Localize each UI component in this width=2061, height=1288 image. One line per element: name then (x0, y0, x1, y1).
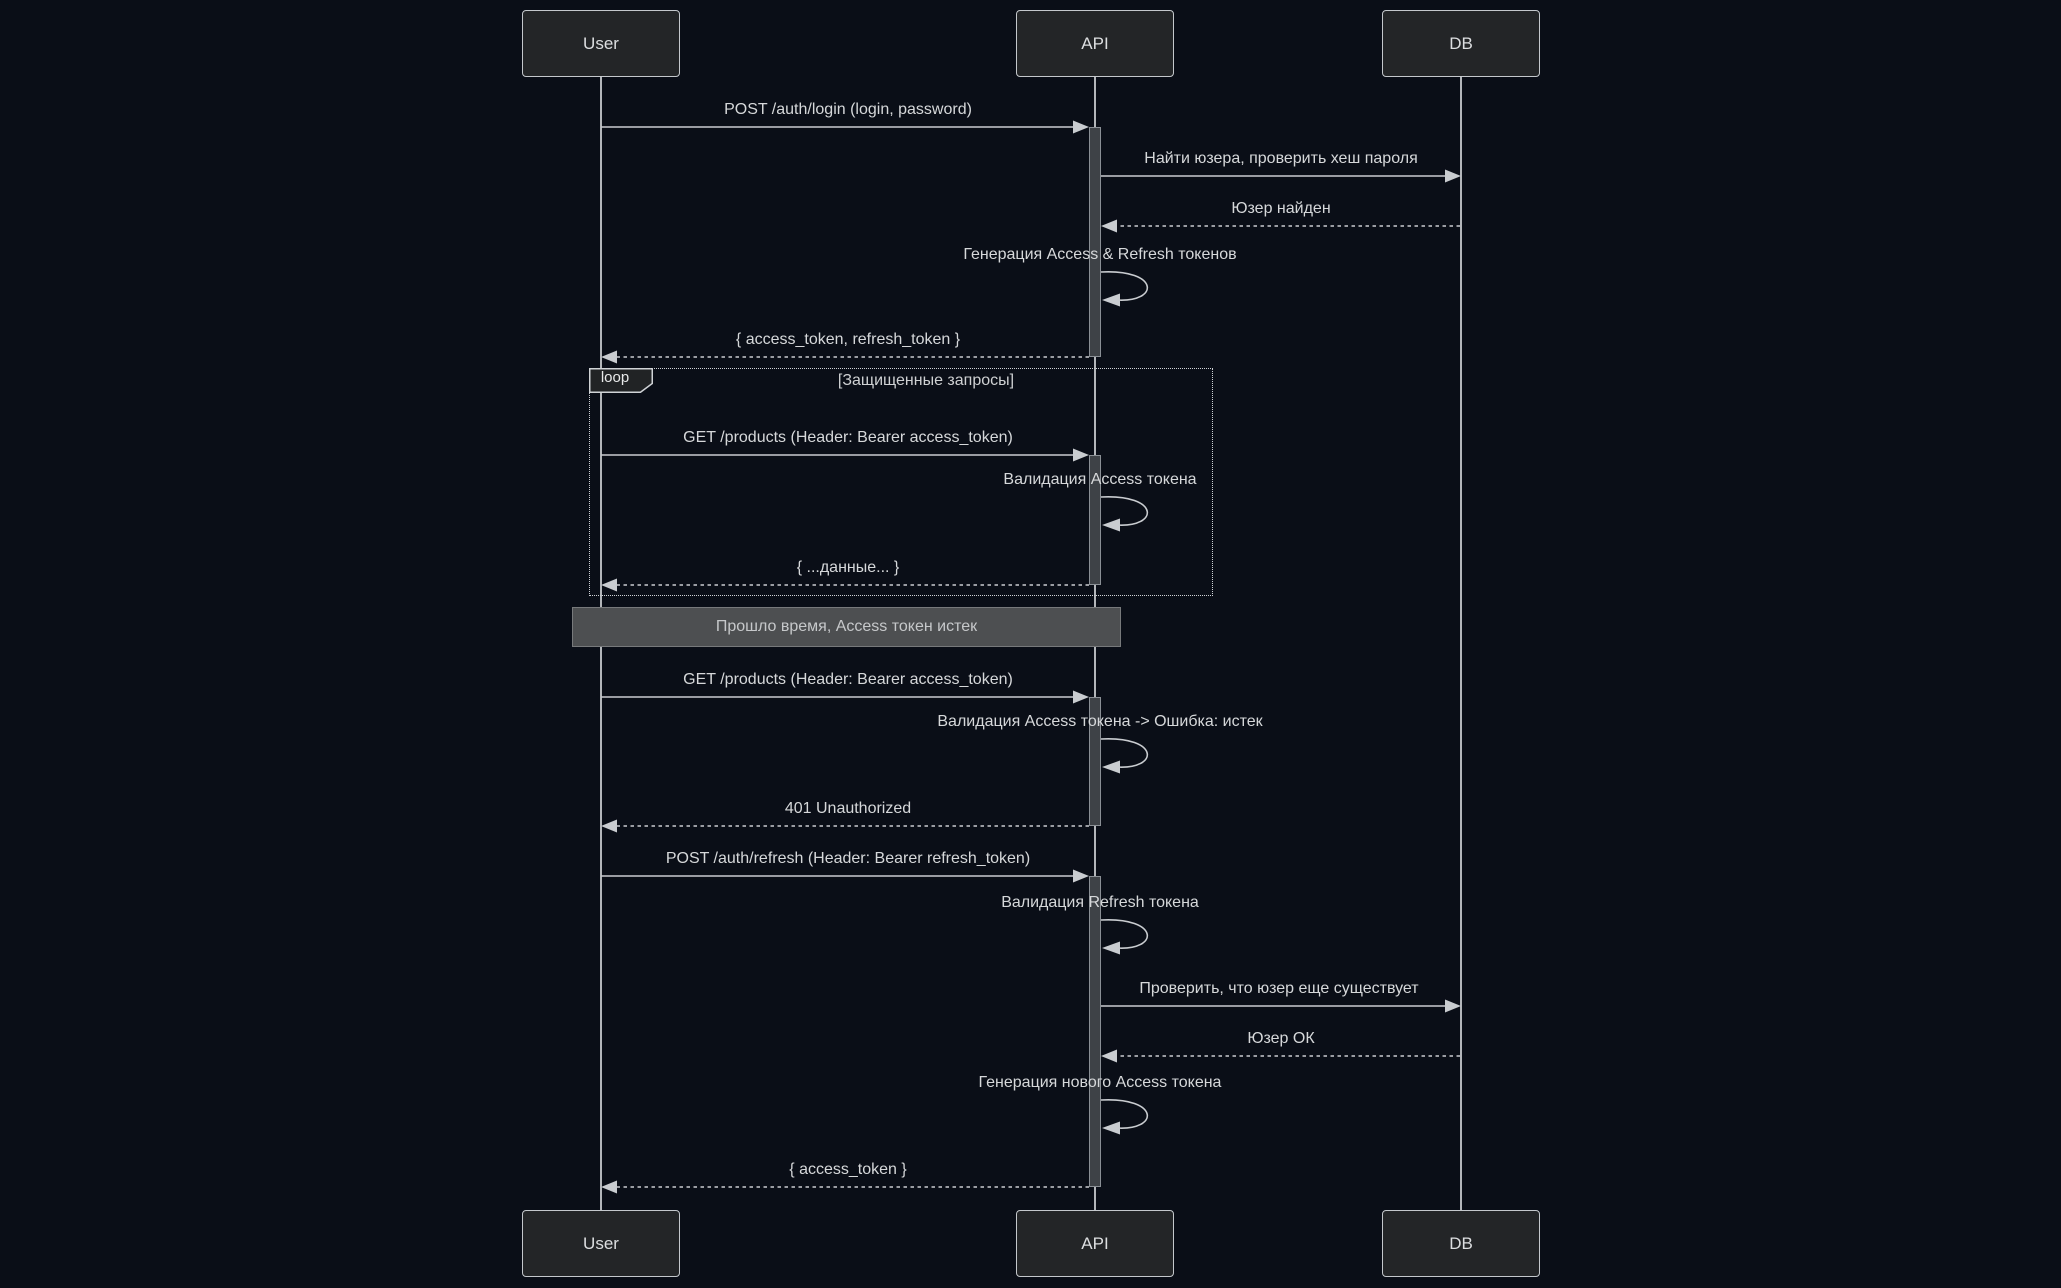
activation-bar-api-2 (1089, 455, 1101, 585)
loop-badge-shape (589, 368, 653, 393)
activation-bar-api-4 (1089, 876, 1101, 1187)
message-validate-access-error: Валидация Access токена -> Ошибка: истек (937, 713, 1263, 730)
actor-api-bottom-label: API (1081, 1233, 1109, 1253)
actor-api-top: API (1016, 10, 1174, 77)
note-divider-text: Прошло время, Access токен истек (715, 618, 978, 635)
message-validate-access: Валидация Access токена (1003, 471, 1197, 488)
message-unauthorized: 401 Unauthorized (784, 800, 912, 817)
actor-user-bottom: User (522, 1210, 680, 1277)
message-check-user-exists: Проверить, что юзер еще существует (1139, 980, 1419, 997)
lifeline-db (1460, 77, 1462, 1211)
message-validate-refresh: Валидация Refresh токена (1001, 894, 1199, 911)
message-generate-tokens: Генерация Access & Refresh токенов (963, 246, 1237, 263)
actor-db-bottom: DB (1382, 1210, 1540, 1277)
message-generate-new-token: Генерация нового Access токена (978, 1074, 1222, 1091)
actor-user-top-label: User (583, 33, 619, 53)
actor-db-top-label: DB (1449, 33, 1473, 53)
message-tokens-response: { access_token, refresh_token } (735, 331, 961, 348)
loop-keyword: loop (600, 369, 630, 386)
message-access-token-response: { access_token } (789, 1161, 907, 1178)
loop-keyword-badge: loop (589, 368, 653, 393)
message-post-login: POST /auth/login (login, password) (724, 101, 972, 118)
message-get-products-expired: GET /products (Header: Bearer access_tok… (683, 671, 1013, 688)
activation-bar-api-3 (1089, 697, 1101, 826)
message-data-response: { ...данные... } (796, 559, 900, 576)
actor-db-top: DB (1382, 10, 1540, 77)
actor-api-bottom: API (1016, 1210, 1174, 1277)
actor-user-top: User (522, 10, 680, 77)
note-divider: Прошло время, Access токен истек (572, 607, 1121, 647)
actor-db-bottom-label: DB (1449, 1233, 1473, 1253)
actor-user-bottom-label: User (583, 1233, 619, 1253)
message-user-found: Юзер найден (1231, 200, 1331, 217)
activation-bar-api-1 (1089, 127, 1101, 357)
message-post-refresh: POST /auth/refresh (Header: Bearer refre… (665, 850, 1031, 867)
loop-condition: [Защищенные запросы] (837, 372, 1015, 389)
loop-fragment (589, 368, 1213, 596)
message-find-user: Найти юзера, проверить хеш пароля (1144, 150, 1418, 167)
message-user-ok: Юзер ОК (1247, 1030, 1315, 1047)
actor-api-top-label: API (1081, 33, 1109, 53)
message-get-products-loop: GET /products (Header: Bearer access_tok… (683, 429, 1013, 446)
